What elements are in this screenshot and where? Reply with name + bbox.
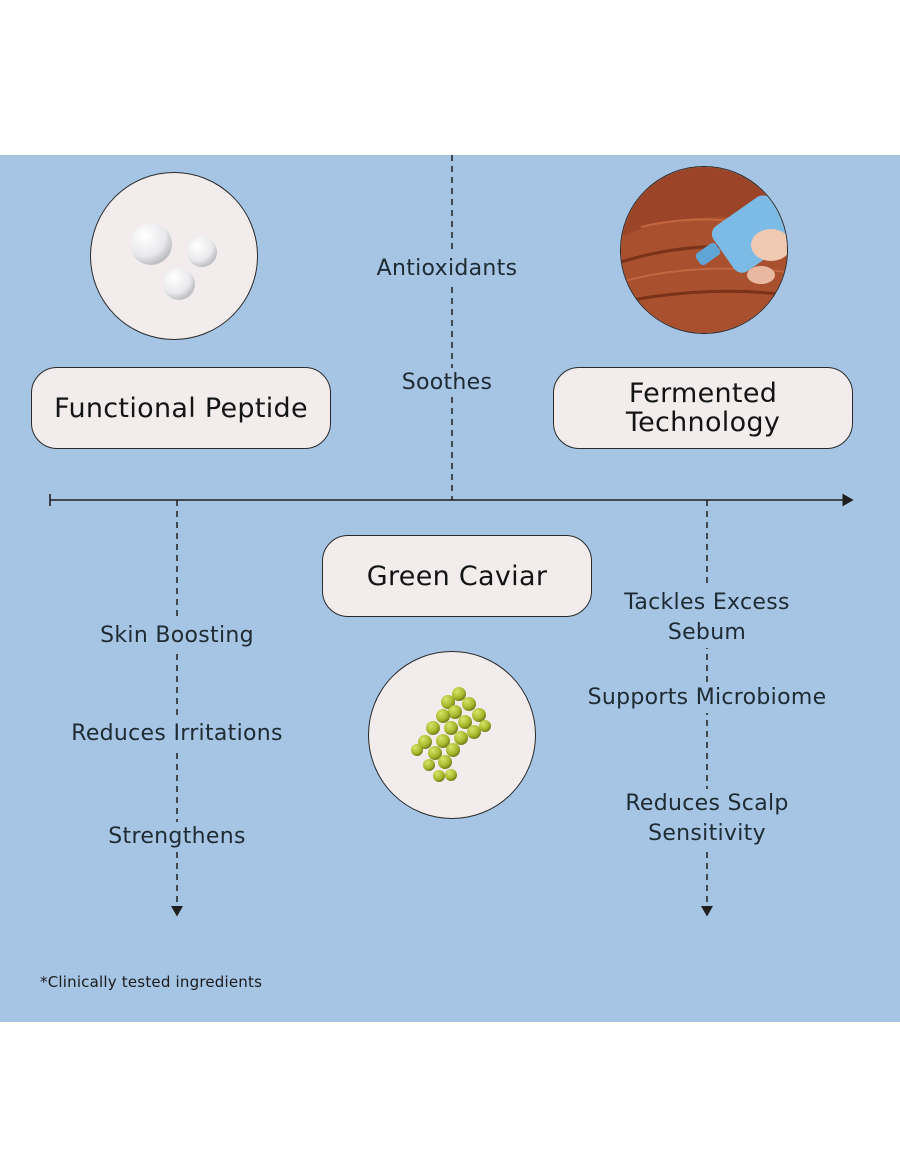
benefit-tackles-excess-sebum: Tackles Excess Sebum (597, 588, 817, 648)
benefit-soothes: Soothes (352, 338, 542, 398)
green-caviar-image (368, 651, 536, 819)
benefit-strengthens: Strengthens (77, 792, 277, 852)
benefit-antioxidants: Antioxidants (352, 224, 542, 284)
scalp-dropper-icon (621, 167, 787, 333)
hair-application-image (620, 166, 788, 334)
benefit-reduces-irritations: Reduces Irritations (57, 689, 297, 749)
ingredient-fermented-technology: Fermented Technology (553, 367, 853, 449)
benefit-skin-boosting: Skin Boosting (77, 591, 277, 651)
ingredient-diagram-panel: Antioxidants Soothes (0, 155, 900, 1022)
peptide-image (90, 172, 258, 340)
green-caviar-icon (411, 687, 491, 782)
benefit-supports-microbiome: Supports Microbiome (572, 683, 842, 713)
ingredient-green-caviar: Green Caviar (322, 535, 592, 617)
benefit-reduces-scalp-sensitivity: Reduces Scalp Sensitivity (597, 789, 817, 849)
footnote: *Clinically tested ingredients (40, 973, 263, 991)
ingredient-functional-peptide: Functional Peptide (31, 367, 331, 449)
peptide-spheres-icon (130, 223, 217, 300)
